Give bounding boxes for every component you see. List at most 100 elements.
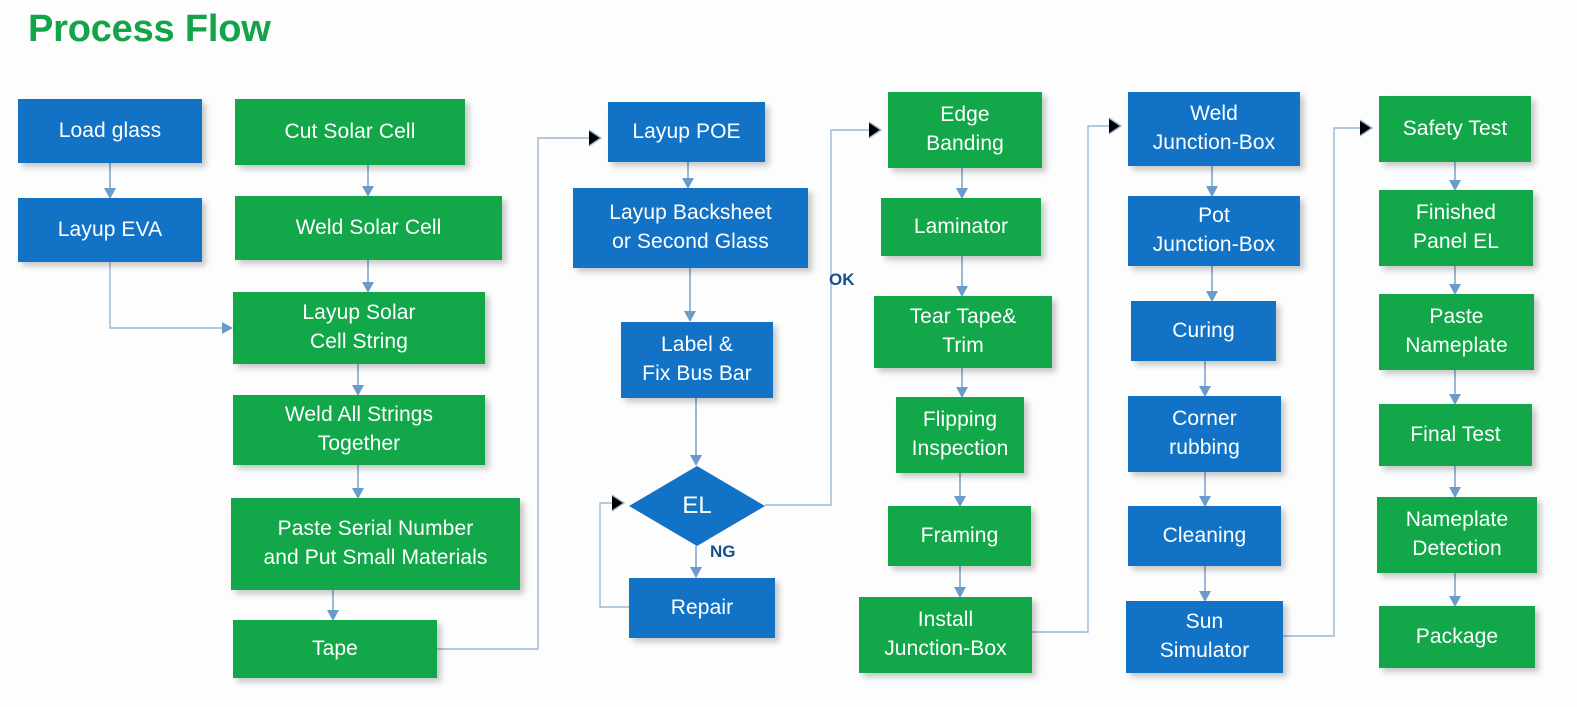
node-label-line: Fix Bus Bar [642,362,752,385]
node-label-line: Cell String [310,330,408,353]
node-label-line: Curing [1172,318,1235,342]
node-safety-test[interactable]: Safety Test [1379,96,1531,162]
ok-label: OK [829,270,855,289]
node-label-line: rubbing [1169,436,1240,459]
node-corner-rubbing[interactable]: Corner rubbing [1128,396,1281,472]
node-load-glass[interactable]: Load glass [18,99,202,163]
connector-finished-panel-el-to-paste-nameplate [1449,266,1461,295]
node-label-line: Flipping [922,408,998,432]
node-label-line: Layup POE [632,119,741,143]
connector-corner-rubbing-to-cleaning [1199,472,1211,507]
node-label-line: Nameplate [1405,334,1508,357]
node-cleaning[interactable]: Cleaning [1128,506,1281,566]
node-label-line: Framing [920,523,999,547]
node-label-line: Junction-Box [1152,233,1276,256]
node-label-line: Inspection [911,437,1009,460]
node-label-line: and Put Small Materials [263,546,488,569]
node-label-line: Banding [926,132,1004,155]
ng-label: NG [710,542,736,561]
node-label-line: Edge [940,103,990,127]
node-label-line: Junction-Box [1152,131,1276,154]
node-label-fix-bus-bar[interactable]: Label &Fix Bus Bar [621,322,773,398]
node-label-line: Trim [942,334,984,357]
connector-weld-all-strings-to-paste-serial [352,465,364,499]
node-label-line: Layup EVA [57,217,163,241]
connector-pot-jb-to-curing [1206,266,1218,302]
node-label-line: Layup Backsheet [609,201,772,225]
connector-load-glass-to-layup-eva [104,163,116,199]
node-curing[interactable]: Curing [1131,301,1276,361]
connector-cut-to-weld-solar-cell [362,165,374,197]
node-label-line: Repair [670,595,734,619]
node-label-line: Cut Solar Cell [284,119,416,143]
connector-layup-string-to-weld-all-strings [352,364,364,396]
node-label-line: Detection [1412,537,1502,560]
connector-framing-to-install-junction-box [954,566,966,598]
node-label-line: Tear Tape& [909,305,1017,329]
connector-final-test-to-nameplate-detection [1449,466,1461,498]
node-layup-eva[interactable]: Layup EVA [18,198,202,262]
connector-flipping-to-framing [954,473,966,507]
node-label-line: or Second Glass [612,230,769,253]
connector-paste-nameplate-to-final-test [1449,370,1461,405]
connector-cleaning-to-sun-simulator [1199,566,1211,602]
connector-edge-banding-to-laminator [956,168,968,199]
node-tape[interactable]: Tape [233,620,437,678]
node-label-line: Load glass [58,118,162,142]
node-label-line: Laminator [913,214,1009,238]
node-framing[interactable]: Framing [888,506,1031,566]
connector-paste-serial-to-tape [327,590,339,621]
node-label-line: Finished [1415,201,1497,225]
connector-layup-eva-to-layup-solar-cell-string [109,262,233,334]
node-el[interactable]: EL [629,466,765,546]
connector-weld-jb-to-pot-jb [1206,166,1218,197]
node-label-line: Sun [1185,610,1224,634]
node-label: EL [682,492,712,519]
node-repair[interactable]: Repair [629,578,775,638]
node-label-line: Nameplate [1405,508,1509,532]
node-laminator[interactable]: Laminator [881,198,1041,256]
node-label-line: Weld [1190,102,1238,126]
node-label-line: Weld Solar Cell [295,215,442,239]
node-weld-solar-cell[interactable]: Weld Solar Cell [235,196,502,260]
connector-curing-to-corner-rubbing [1199,361,1211,397]
node-tear-tape-trim[interactable]: Tear Tape&Trim [874,296,1052,368]
connector-weld-solar-cell-to-layup-string [362,260,374,293]
node-label-line: Junction-Box [884,637,1007,660]
connector-safety-test-to-finished-panel-el [1449,162,1461,191]
node-cut-solar-cell[interactable]: Cut Solar Cell [235,99,465,165]
connector-label-to-el [690,398,702,466]
node-label-line: Layup Solar [302,301,416,325]
node-layup-backsheet[interactable]: Layup Backsheet or Second Glass [573,188,808,268]
connector-install-jb-to-weld-jb [1032,117,1123,633]
node-label-line: Cleaning [1162,523,1247,547]
node-label-line: Corner [1172,407,1237,431]
connector-el-to-edge-banding-ok [765,121,883,506]
node-final-test[interactable]: Final Test [1379,404,1532,466]
connector-tear-tape-to-flipping [956,368,968,398]
node-label-line: Final Test [1410,422,1501,446]
node-label-line: Paste [1429,305,1484,329]
connector-layup-poe-to-backsheet [682,162,694,189]
connector-repair-to-el-loopback [599,494,629,608]
node-layup-poe[interactable]: Layup POE [608,102,765,162]
connector-backsheet-to-label [684,268,696,322]
node-label-line: Package [1415,624,1499,648]
node-package[interactable]: Package [1379,606,1535,668]
connector-nameplate-detection-to-package [1449,573,1461,607]
node-label-line: Together [317,432,401,455]
node-label-line: Pot [1198,204,1230,228]
